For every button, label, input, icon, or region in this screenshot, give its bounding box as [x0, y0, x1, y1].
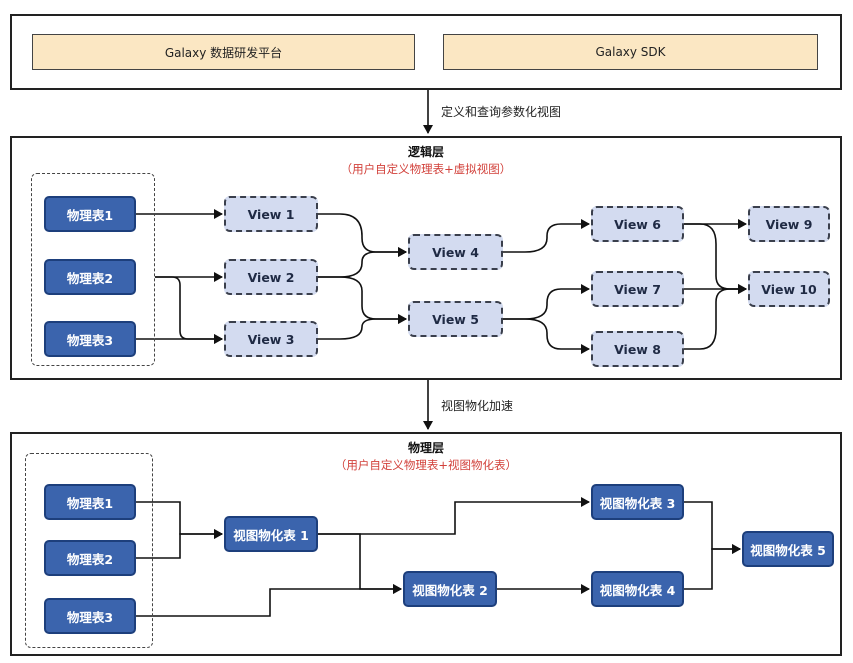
edge-view1-view4 [318, 213, 407, 257]
logic-physical-table-2: 物理表2 [44, 259, 136, 295]
galaxy-platform-box: Galaxy 数据研发平台 [32, 34, 415, 70]
edge-mv1-mv3 [318, 497, 590, 535]
physical-layer-subtitle: （用户自定义物理表+视图物化表） [334, 458, 518, 472]
edge-ppt2-mv1 [136, 529, 223, 559]
logic-physical-table-1: 物理表1 [44, 196, 136, 232]
arrow2-label: 视图物化加速 [441, 399, 514, 413]
physical-table-1: 物理表1 [44, 484, 136, 520]
view-10: View 10 [748, 271, 830, 307]
logic-physical-table-group [31, 173, 155, 366]
view-3: View 3 [224, 321, 318, 357]
view-2: View 2 [224, 259, 318, 295]
edge-view2-view5 [318, 276, 407, 324]
arrow1-label: 定义和查询参数化视图 [441, 105, 562, 119]
edge-pt2-view3 [155, 276, 223, 344]
physical-layer-frame: 物理层 （用户自定义物理表+视图物化表） [10, 432, 842, 656]
physical-table-2: 物理表2 [44, 540, 136, 576]
edge-view8-view10 [684, 284, 747, 350]
view-1: View 1 [224, 196, 318, 232]
materialized-view-4: 视图物化表 4 [591, 571, 684, 607]
logic-physical-table-3: 物理表3 [44, 321, 136, 357]
edge-view5-view7 [503, 284, 590, 320]
materialized-view-5: 视图物化表 5 [742, 531, 834, 567]
edge-view3-view5 [318, 314, 407, 340]
view-4: View 4 [408, 234, 503, 270]
edge-view4-view6 [503, 219, 590, 253]
physical-layer-title: 物理层 [407, 441, 444, 455]
edge-mv4-mv5 [684, 544, 741, 590]
edge-mv3-mv5 [684, 501, 741, 554]
edge-view6-view10 [684, 223, 747, 294]
view-7: View 7 [591, 271, 684, 307]
logic-layer-subtitle: （用户自定义物理表+虚拟视图） [340, 162, 512, 176]
edge-mv1-mv2 [318, 533, 402, 594]
materialized-view-1: 视图物化表 1 [224, 516, 318, 552]
materialized-view-3: 视图物化表 3 [591, 484, 684, 520]
edge-view2-view4 [318, 247, 407, 278]
edge-view5-view8 [503, 318, 590, 354]
view-6: View 6 [591, 206, 684, 242]
view-5: View 5 [408, 301, 503, 337]
view-9: View 9 [748, 206, 830, 242]
galaxy-sdk-box: Galaxy SDK [443, 34, 818, 70]
physical-table-3: 物理表3 [44, 598, 136, 634]
physical-table-group [25, 453, 153, 648]
view-8: View 8 [591, 331, 684, 367]
materialized-view-2: 视图物化表 2 [403, 571, 497, 607]
edge-ppt3-mv2 [136, 584, 402, 617]
logic-layer-title: 逻辑层 [407, 145, 444, 159]
